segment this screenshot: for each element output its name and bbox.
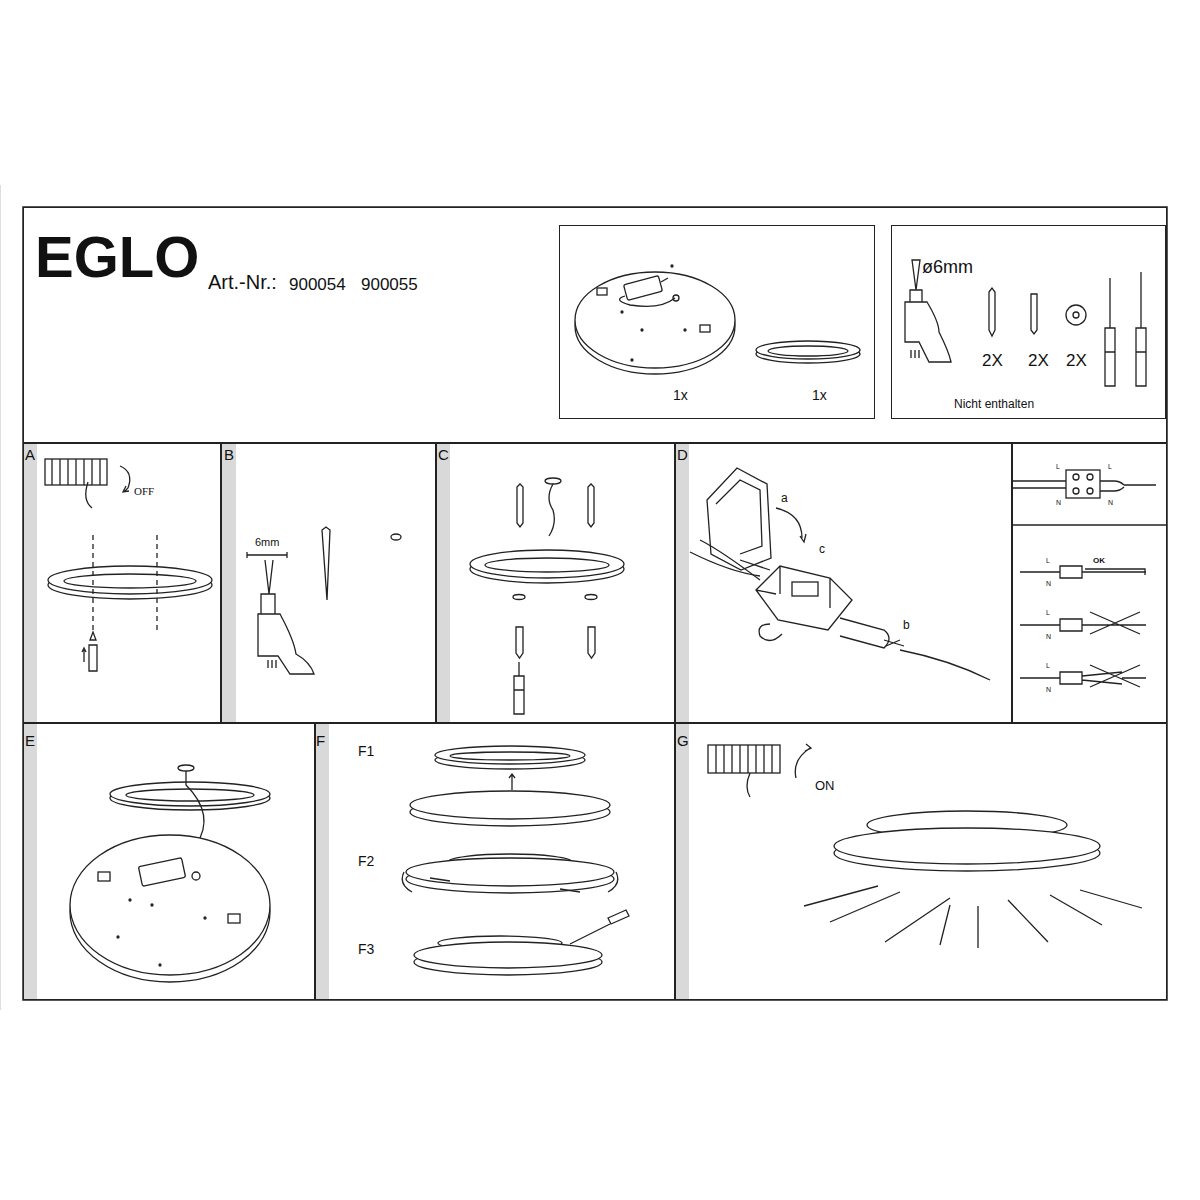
parts-box: 1x 1x: [559, 225, 875, 419]
label-text: N: [1046, 633, 1051, 640]
parts-box: ø6mm 2X 2X 2X Nicht enthalten: [891, 225, 1166, 419]
label-text: c: [819, 543, 825, 555]
label-text: 6mm: [255, 537, 279, 548]
header-panel: EGLO Art.-Nr.: 900054 900055 1x 1x ø6mm 2X 2X 2X N…: [23, 207, 1167, 443]
step-panel: L L N N L OK N L N L N: [1012, 443, 1167, 723]
label-text: EGLO: [35, 228, 199, 286]
step-letter: E: [25, 733, 35, 748]
step-letter: B: [224, 447, 234, 462]
label-text: 900054: [289, 276, 346, 293]
label-text: OFF: [134, 486, 154, 497]
label-text: N: [1046, 686, 1051, 693]
label-text: 900055: [361, 276, 418, 293]
step-panel: Da b c: [675, 443, 1012, 723]
label-text: F2: [358, 854, 374, 868]
step-letter: L: [1056, 463, 1060, 470]
label-text: N: [1108, 499, 1113, 506]
label-text: b: [903, 619, 910, 631]
label-text: Nicht enthalten: [954, 398, 1034, 410]
step-letter: C: [438, 447, 449, 462]
label-text: a: [781, 492, 788, 504]
label-text: L: [1046, 662, 1050, 669]
step-panel: E: [23, 723, 315, 1000]
step-letter: D: [677, 447, 688, 462]
label-text: ON: [815, 779, 835, 792]
label-text: 1x: [812, 388, 827, 402]
step-panel: C: [436, 443, 675, 723]
label-text: F3: [358, 942, 374, 956]
step-letter: A: [25, 447, 35, 462]
step-letter: F: [316, 733, 325, 748]
step-panel: G ON: [675, 723, 1167, 1000]
label-text: Art.-Nr.:: [208, 272, 277, 292]
label-text: ø6mm: [922, 258, 973, 276]
step-panel: A OFF: [23, 443, 221, 723]
label-text: L: [1046, 557, 1050, 564]
label-text: L: [1108, 463, 1112, 470]
label-text: 2X: [1028, 352, 1049, 369]
label-text: N: [1046, 580, 1051, 587]
step-panel: F F1F2F3: [315, 723, 675, 1000]
label-text: 2X: [1066, 352, 1087, 369]
label-text: 1x: [673, 388, 688, 402]
label-text: N: [1056, 499, 1061, 506]
step-panel: B 6mm: [221, 443, 436, 723]
label-text: L: [1046, 609, 1050, 616]
label-text: OK: [1093, 557, 1105, 565]
label-text: F1: [358, 744, 374, 758]
label-text: 2X: [982, 352, 1003, 369]
step-letter: G: [677, 733, 689, 748]
